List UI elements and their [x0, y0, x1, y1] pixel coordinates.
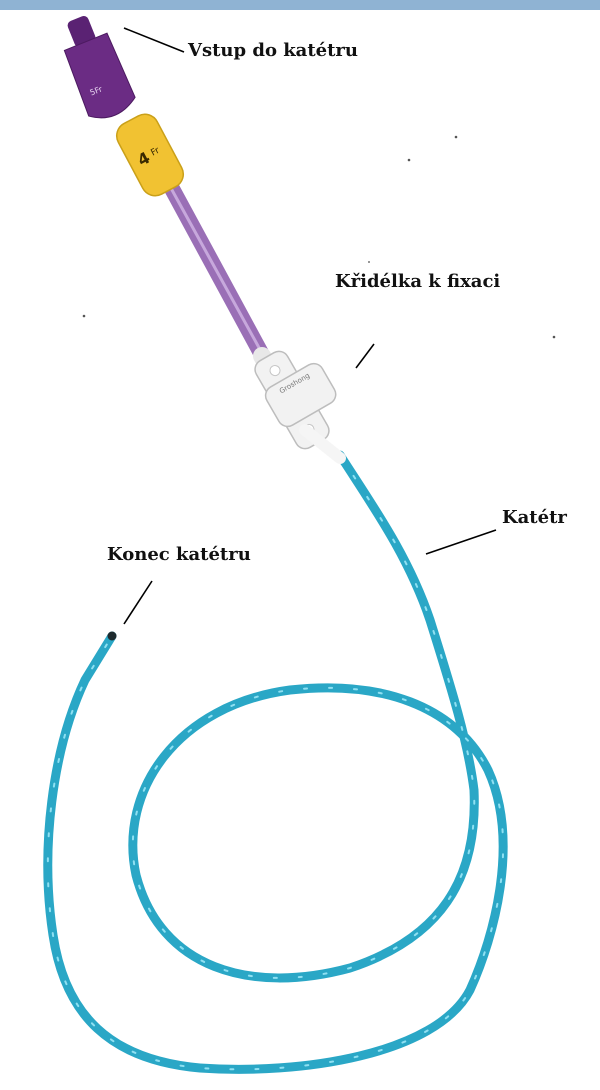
label-catheter-entry: Vstup do katétru — [188, 40, 358, 62]
label-catheter: Katétr — [502, 507, 567, 529]
leader-tip — [124, 581, 152, 624]
purple-tube-shine — [172, 190, 268, 364]
dot-2 — [408, 159, 411, 162]
dot-4 — [553, 336, 556, 339]
dot-5 — [368, 261, 370, 263]
leader-entry — [124, 28, 184, 52]
purple-hub: 5Fr — [53, 9, 138, 124]
leader-wings — [356, 344, 374, 368]
dot-3 — [83, 315, 86, 318]
dot-1 — [455, 136, 458, 139]
leader-catheter — [426, 530, 496, 554]
catheter-tip — [108, 632, 117, 641]
label-catheter-tip: Konec katétru — [107, 544, 251, 566]
label-fixation-wings: Křidélka k fixaci — [335, 268, 505, 295]
